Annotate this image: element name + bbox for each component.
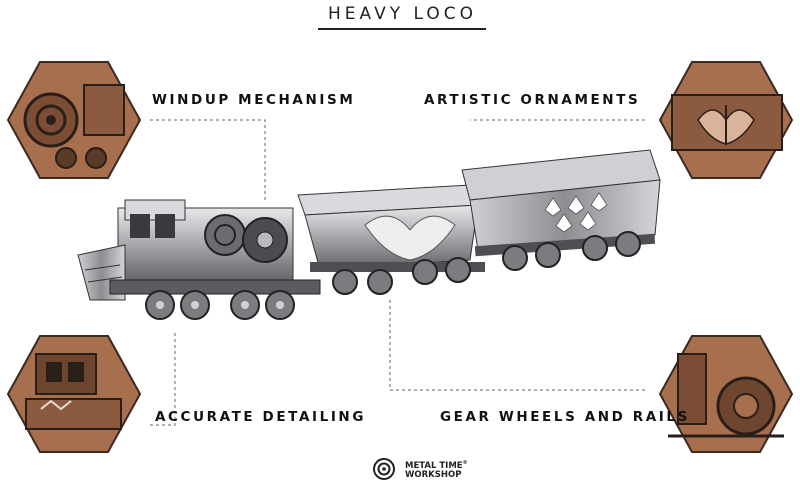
brand-name: METAL TIME® WORKSHOP <box>405 459 468 480</box>
feature-label-ornaments: ARTISTIC ORNAMENTS <box>424 92 641 108</box>
brand-line-2: WORKSHOP <box>405 469 462 480</box>
brand-logo-icon <box>373 458 395 480</box>
windup-mechanism-photo <box>6 60 142 180</box>
brand-line-1: METAL TIME <box>405 460 463 471</box>
accurate-detailing-photo <box>6 334 142 454</box>
artistic-ornaments-photo <box>658 60 794 180</box>
feature-label-gears: GEAR WHEELS AND RAILS <box>440 409 690 425</box>
gear-wheels-photo <box>658 334 794 454</box>
connector-gears <box>389 300 645 391</box>
connector-detailing <box>150 330 176 426</box>
hopper-car <box>297 184 485 295</box>
connector-lines <box>150 119 645 426</box>
page-title: HEAVY LOCO <box>328 4 477 24</box>
tender-car <box>461 149 661 271</box>
feature-label-windup: WINDUP MECHANISM <box>152 92 356 108</box>
locomotive <box>77 199 321 320</box>
brand-registered-mark: ® <box>462 460 468 466</box>
connector-windup <box>150 119 266 200</box>
title-underline <box>318 28 486 30</box>
feature-label-detailing: ACCURATE DETAILING <box>155 409 367 425</box>
